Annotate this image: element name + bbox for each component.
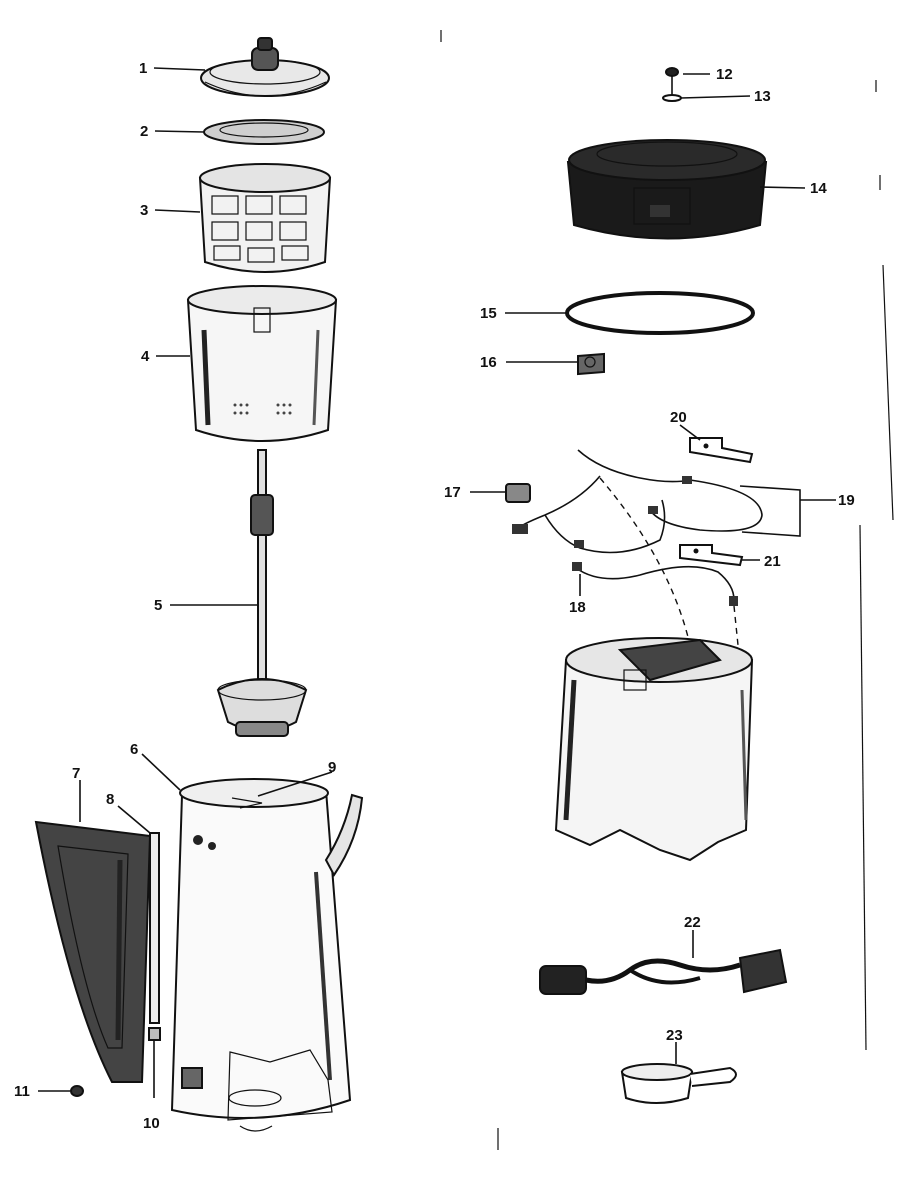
label-part-9: 9 — [328, 759, 336, 776]
label-part-17: 17 — [444, 484, 461, 501]
label-part-11: 11 — [14, 1083, 30, 1100]
label-part-21: 21 — [764, 553, 781, 570]
assembly-guide-lines — [599, 477, 739, 646]
part-5-pump-stem — [216, 449, 308, 737]
part-13-washer — [662, 94, 682, 102]
label-part-23: 23 — [666, 1027, 683, 1044]
part-3-basket-grid — [198, 163, 332, 273]
label-part-4: 4 — [141, 348, 150, 365]
part-14-base-ring — [566, 139, 768, 240]
heating-base — [554, 637, 754, 862]
part-1-lid — [200, 37, 330, 97]
label-part-3: 3 — [140, 202, 148, 219]
part-12-screw — [665, 67, 679, 96]
scan-marks — [440, 30, 894, 1150]
part-23-scoop — [620, 1063, 737, 1104]
label-part-6: 6 — [130, 741, 138, 758]
label-part-16: 16 — [480, 354, 497, 371]
label-part-8: 8 — [106, 791, 114, 808]
label-part-19: 19 — [838, 492, 855, 509]
part-2-spreader — [203, 119, 325, 145]
part-15-gasket — [565, 291, 755, 335]
label-part-2: 2 — [140, 123, 148, 140]
label-part-10: 10 — [143, 1115, 160, 1132]
label-part-14: 14 — [810, 180, 827, 197]
label-part-5: 5 — [154, 597, 162, 614]
part-6-body — [170, 778, 364, 1132]
label-part-22: 22 — [684, 914, 701, 931]
label-part-20: 20 — [670, 409, 687, 426]
part-4-basket — [186, 285, 338, 442]
label-part-15: 15 — [480, 305, 497, 322]
part-11-screw — [70, 1085, 84, 1097]
part-22-cord — [539, 948, 788, 995]
part-18-wire — [572, 562, 738, 606]
label-part-1: 1 — [139, 60, 147, 77]
part-7-handle — [34, 820, 152, 1083]
part-16-nut — [577, 352, 605, 376]
leader-lines — [38, 67, 836, 1098]
part-19-wiring — [512, 449, 763, 554]
part-8-gauge-tube — [148, 832, 161, 1041]
part-20-bracket — [689, 437, 754, 464]
part-21-bracket — [679, 544, 744, 567]
label-part-7: 7 — [72, 765, 80, 782]
label-part-13: 13 — [754, 88, 771, 105]
part-17-connector — [505, 483, 531, 503]
label-part-18: 18 — [569, 599, 586, 616]
label-part-12: 12 — [716, 66, 733, 83]
